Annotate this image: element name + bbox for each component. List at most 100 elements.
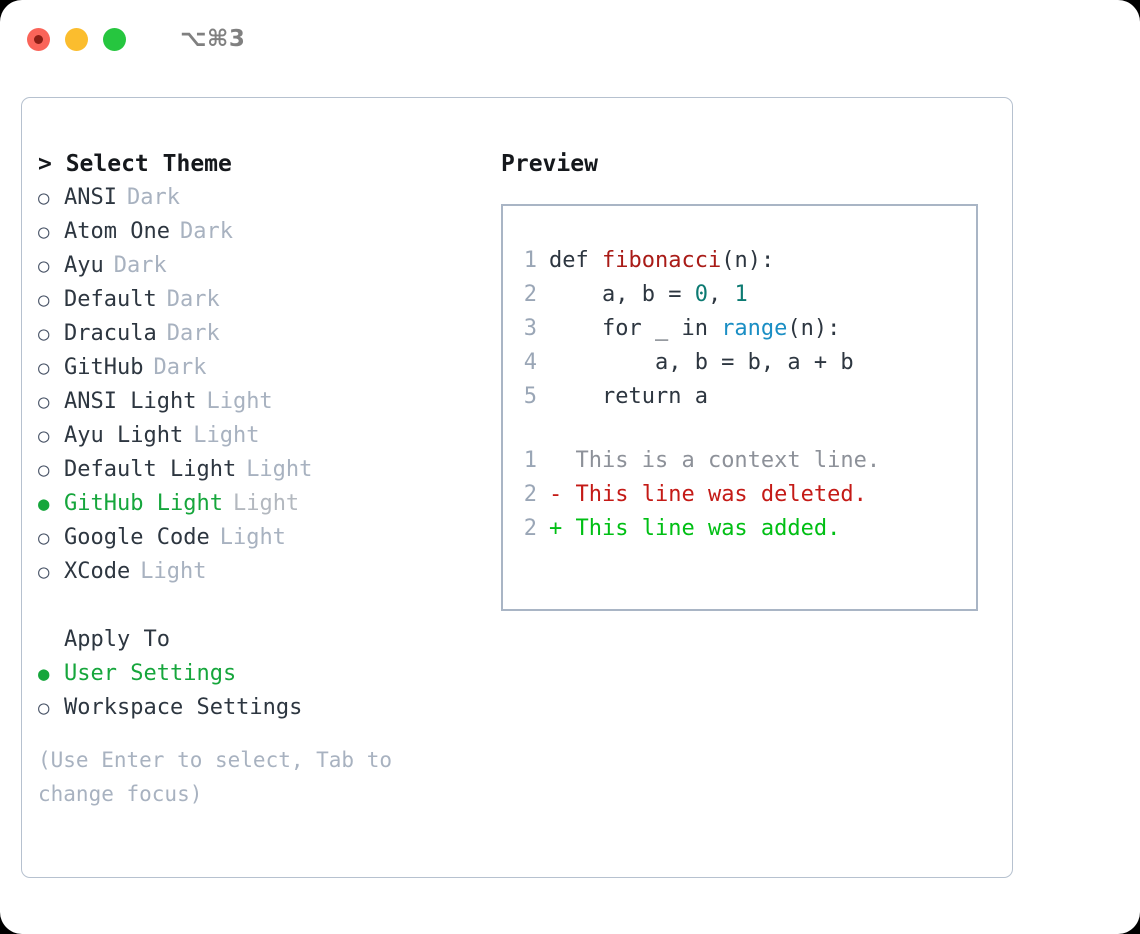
theme-option-row[interactable]: ○ XCode Light [38,555,498,589]
radio-unselected-icon: ○ [38,221,50,243]
line-number: 2 [523,282,537,307]
radio-unselected-icon: ○ [38,561,50,583]
theme-variant-tag: Light [232,491,300,516]
code-line-text: a, b = 0, 1 [549,278,748,312]
radio-unselected-icon: ○ [38,391,50,413]
preview-gap [503,414,976,444]
code-token-plain: for _ in [549,316,722,341]
line-number: 1 [523,448,537,473]
radio-unselected-icon: ○ [38,255,50,277]
code-token-num: 0 [694,282,708,307]
radio-unselected-icon: ○ [38,323,50,345]
diff-line-text: This is a context line. [562,448,881,473]
code-line: 1 def fibonacci(n): [503,244,976,278]
apply-to-option-label: Workspace Settings [64,695,303,720]
diff-line-text: This line was added. [562,516,841,541]
code-line: 3 for _ in range(n): [503,312,976,346]
theme-option-label: Google Code [64,525,210,550]
code-token-plain: (n): [721,248,775,273]
diff-line-text: This line was deleted. [562,482,867,507]
radio-unselected-icon: ○ [38,697,50,719]
preview-header: Preview [501,151,598,177]
apply-to-option-row[interactable]: ○ Workspace Settings [38,691,498,725]
apply-to-option-label: User Settings [64,661,237,686]
code-line: 4 a, b = b, a + b [503,346,976,380]
theme-option-label: Atom One [64,219,170,244]
code-line-text: for _ in range(n): [549,312,840,346]
code-token-plain: (n): [787,316,841,341]
code-token-plain: a, b = [549,282,695,307]
theme-variant-tag: Light [206,389,273,414]
theme-variant-tag: Dark [153,355,207,380]
minimize-window-icon[interactable] [65,27,88,51]
theme-variant-tag: Dark [166,321,220,346]
theme-option-label: XCode [64,559,131,584]
theme-variant-tag: Dark [166,287,220,312]
theme-option-row[interactable]: ● GitHub Light Light [38,487,498,521]
radio-selected-icon: ● [38,663,50,685]
select-theme-header: > Select Theme [38,151,232,177]
maximize-window-icon[interactable] [103,27,126,51]
diff-marker: + [549,516,563,541]
radio-unselected-icon: ○ [38,289,50,311]
radio-unselected-icon: ○ [38,425,50,447]
code-token-call: range [721,316,788,341]
keyboard-shortcut-label: ⌥⌘3 [180,26,246,52]
radio-unselected-icon: ○ [38,357,50,379]
keyboard-hint-text: (Use Enter to select, Tab to change focu… [38,748,393,806]
theme-option-label: ANSI Light [64,389,197,414]
line-number: 5 [523,384,537,409]
code-token-plain: , [707,282,735,307]
apply-to-list: ● User Settings ○ Workspace Settings [38,657,498,725]
code-token-plain: def [549,248,602,273]
title-bar: ⌥⌘3 [0,0,1140,78]
theme-option-label: Dracula [64,321,157,346]
code-token-plain: return a [549,384,708,409]
line-number: 2 [523,516,537,541]
list-spacer [38,589,498,623]
theme-option-row[interactable]: ○ ANSI Light Light [38,385,498,419]
theme-option-row[interactable]: ○ ANSI Dark [38,181,498,215]
code-line-text: a, b = b, a + b [549,346,854,380]
theme-variant-tag: Dark [113,253,167,278]
theme-variant-tag: Dark [126,185,180,210]
code-line-text: def fibonacci(n): [549,244,774,278]
radio-unselected-icon: ○ [38,187,50,209]
theme-option-row[interactable]: ○ Ayu Dark [38,249,498,283]
apply-to-option-row[interactable]: ● User Settings [38,657,498,691]
diff-line: 1 This is a context line. [503,444,976,478]
diff-line: 2- This line was deleted. [503,478,976,512]
line-number: 2 [523,482,537,507]
diff-preview-block: 1 This is a context line.2- This line wa… [503,444,976,546]
theme-variant-tag: Light [193,423,260,448]
radio-unselected-icon: ○ [38,527,50,549]
line-number: 1 [523,248,537,273]
traffic-light-group [27,27,126,51]
theme-variant-tag: Light [140,559,207,584]
close-window-icon[interactable] [27,27,50,51]
radio-selected-icon: ● [38,493,50,515]
code-line: 2 a, b = 0, 1 [503,278,976,312]
theme-option-label: Ayu [64,253,104,278]
diff-line: 2 + This line was added. [503,512,976,546]
line-number: 3 [523,316,537,341]
diff-marker: - [549,482,563,507]
theme-option-label: Default Light [64,457,237,482]
theme-variant-tag: Light [246,457,313,482]
code-token-plain: a, b = b, a + b [549,350,854,375]
theme-option-row[interactable]: ○ Dracula Dark [38,317,498,351]
theme-option-label: GitHub Light [64,491,223,516]
theme-option-label: ANSI [64,185,117,210]
